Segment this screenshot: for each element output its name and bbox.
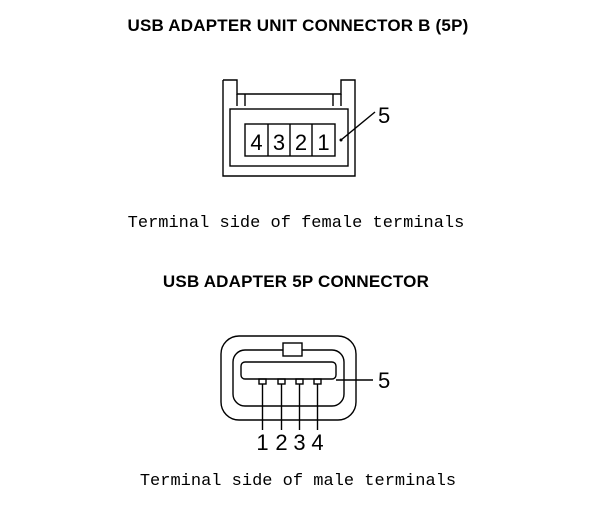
male-center-blade (240, 361, 337, 380)
female-callout-leader (340, 111, 376, 141)
male-pin-terminal (258, 378, 267, 385)
male-pin-label: 3 (293, 430, 305, 455)
female-pin-label: 1 (317, 130, 329, 155)
connector-5p-title: USB ADAPTER 5P CONNECTOR (162, 272, 430, 291)
male-pin-label: 4 (311, 430, 323, 455)
female-connector-b (222, 79, 376, 177)
male-inner-shell (232, 349, 345, 407)
male-key (282, 342, 303, 357)
male-pin-terminal (295, 378, 304, 385)
female-cavity (229, 108, 349, 167)
male-connector-5p (220, 335, 373, 430)
connector-b-title: USB ADAPTER UNIT CONNECTOR B (5P) (127, 16, 469, 35)
female-pin-label: 4 (250, 130, 262, 155)
female-callout-label: 5 (378, 103, 390, 128)
male-pin-label: 2 (275, 430, 287, 455)
female-pin-label: 3 (273, 130, 285, 155)
male-callout-label: 5 (378, 368, 390, 393)
connector-b-caption: Terminal side of female terminals (127, 214, 465, 233)
male-pin-terminal (313, 378, 322, 385)
male-outer-shell (220, 335, 357, 421)
female-housing-outline (222, 79, 356, 177)
connector-5p-caption: Terminal side of male terminals (139, 472, 457, 491)
male-pin-terminal (277, 378, 286, 385)
male-pin-label: 1 (256, 430, 268, 455)
female-pin-label: 2 (295, 130, 307, 155)
